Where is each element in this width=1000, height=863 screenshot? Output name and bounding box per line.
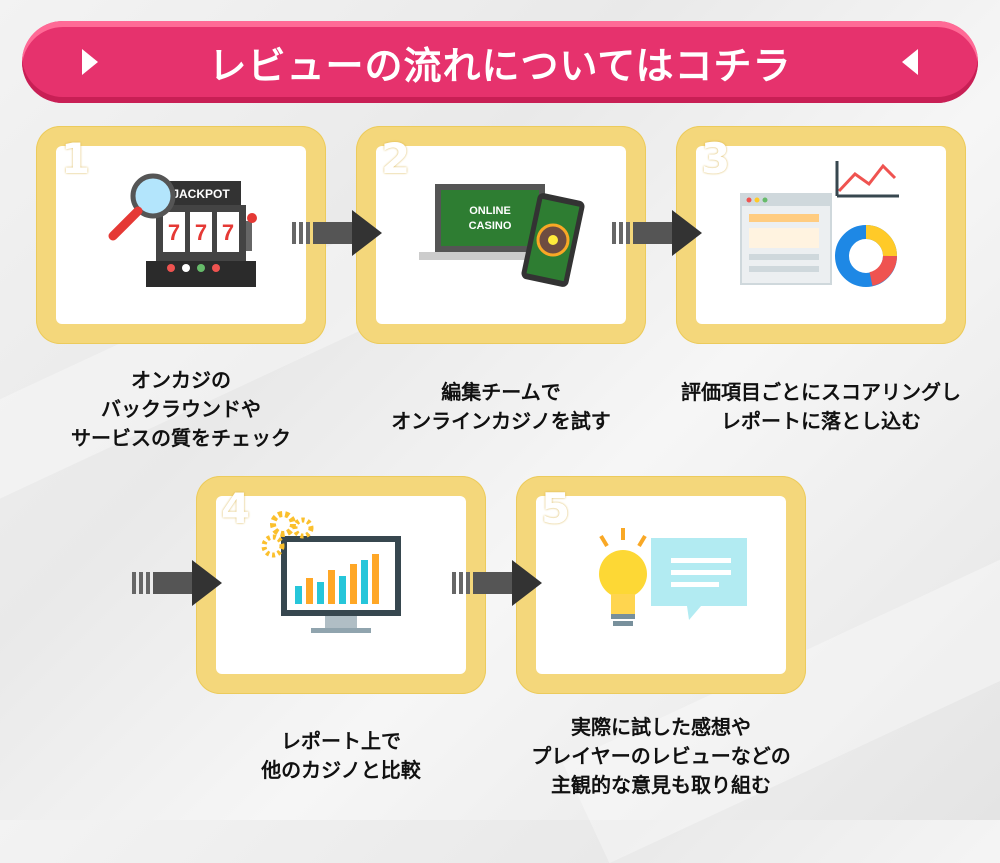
caption-line: バックラウンドや <box>101 397 261 421</box>
jackpot-sign: JACKPOT <box>172 187 230 201</box>
title-banner: レビューの流れについてはコチラ <box>22 21 978 103</box>
step-card-1: 1 JACKPOT 7 7 7 <box>36 126 326 344</box>
step-number: 1 <box>61 134 91 183</box>
caption-line: 実際に試した感想や <box>571 715 751 739</box>
caption-line: サービスの質をチェック <box>71 426 291 450</box>
caption-line: プレイヤーのレビューなどの <box>531 744 791 768</box>
laptop-casino-icon: ONLINE CASINO <box>419 184 585 287</box>
step-number: 5 <box>541 484 571 533</box>
svg-text:7: 7 <box>168 220 180 245</box>
banner-title: レビューの流れについてはコチラ <box>208 43 792 88</box>
caption-line: オンラインカジノを試す <box>391 409 611 433</box>
caption-line: 主観的な意見も取り組む <box>551 773 771 797</box>
caption-line: オンカジの <box>131 368 231 392</box>
step-card-5: 5 <box>516 476 806 694</box>
screen-text-line2: CASINO <box>469 220 512 232</box>
step-card-3: 3 <box>676 126 966 344</box>
step-caption-4: レポート上で 他のカジノと比較 <box>196 727 486 785</box>
step-number: 2 <box>381 134 411 183</box>
flow-arrow-3-4 <box>132 560 222 606</box>
step-caption-5: 実際に試した感想や プレイヤーのレビューなどの 主観的な意見も取り組む <box>496 713 826 800</box>
step-number: 3 <box>701 134 731 183</box>
screen-text-line1: ONLINE <box>469 205 511 217</box>
lightbulb-speech-icon <box>599 528 747 626</box>
flow-arrow-4-5 <box>452 560 542 606</box>
monitor-bar-chart-icon <box>261 511 401 633</box>
step-number: 4 <box>221 484 251 533</box>
caption-line: 編集チームで <box>441 380 561 404</box>
svg-text:7: 7 <box>195 220 207 245</box>
step-card-2: 2 ONLINE CASINO <box>356 126 646 344</box>
caption-line: 他のカジノと比較 <box>261 758 421 782</box>
play-right-icon <box>82 49 98 75</box>
step-card-4: 4 <box>196 476 486 694</box>
caption-line: 評価項目ごとにスコアリングし <box>681 380 961 404</box>
flow-arrow-1-2 <box>292 210 382 256</box>
step-caption-1: オンカジの バックラウンドや サービスの質をチェック <box>36 366 326 453</box>
step-caption-3: 評価項目ごとにスコアリングし レポートに落とし込む <box>656 378 986 436</box>
caption-line: レポートに落とし込む <box>721 409 921 433</box>
svg-text:7: 7 <box>222 220 234 245</box>
play-left-icon <box>902 49 918 75</box>
flow-arrow-2-3 <box>612 210 702 256</box>
caption-line: レポート上で <box>281 729 401 753</box>
report-chart-icon <box>740 161 899 287</box>
slot-machine-icon: JACKPOT 7 7 7 <box>108 173 257 287</box>
step-caption-2: 編集チームで オンラインカジノを試す <box>356 378 646 436</box>
